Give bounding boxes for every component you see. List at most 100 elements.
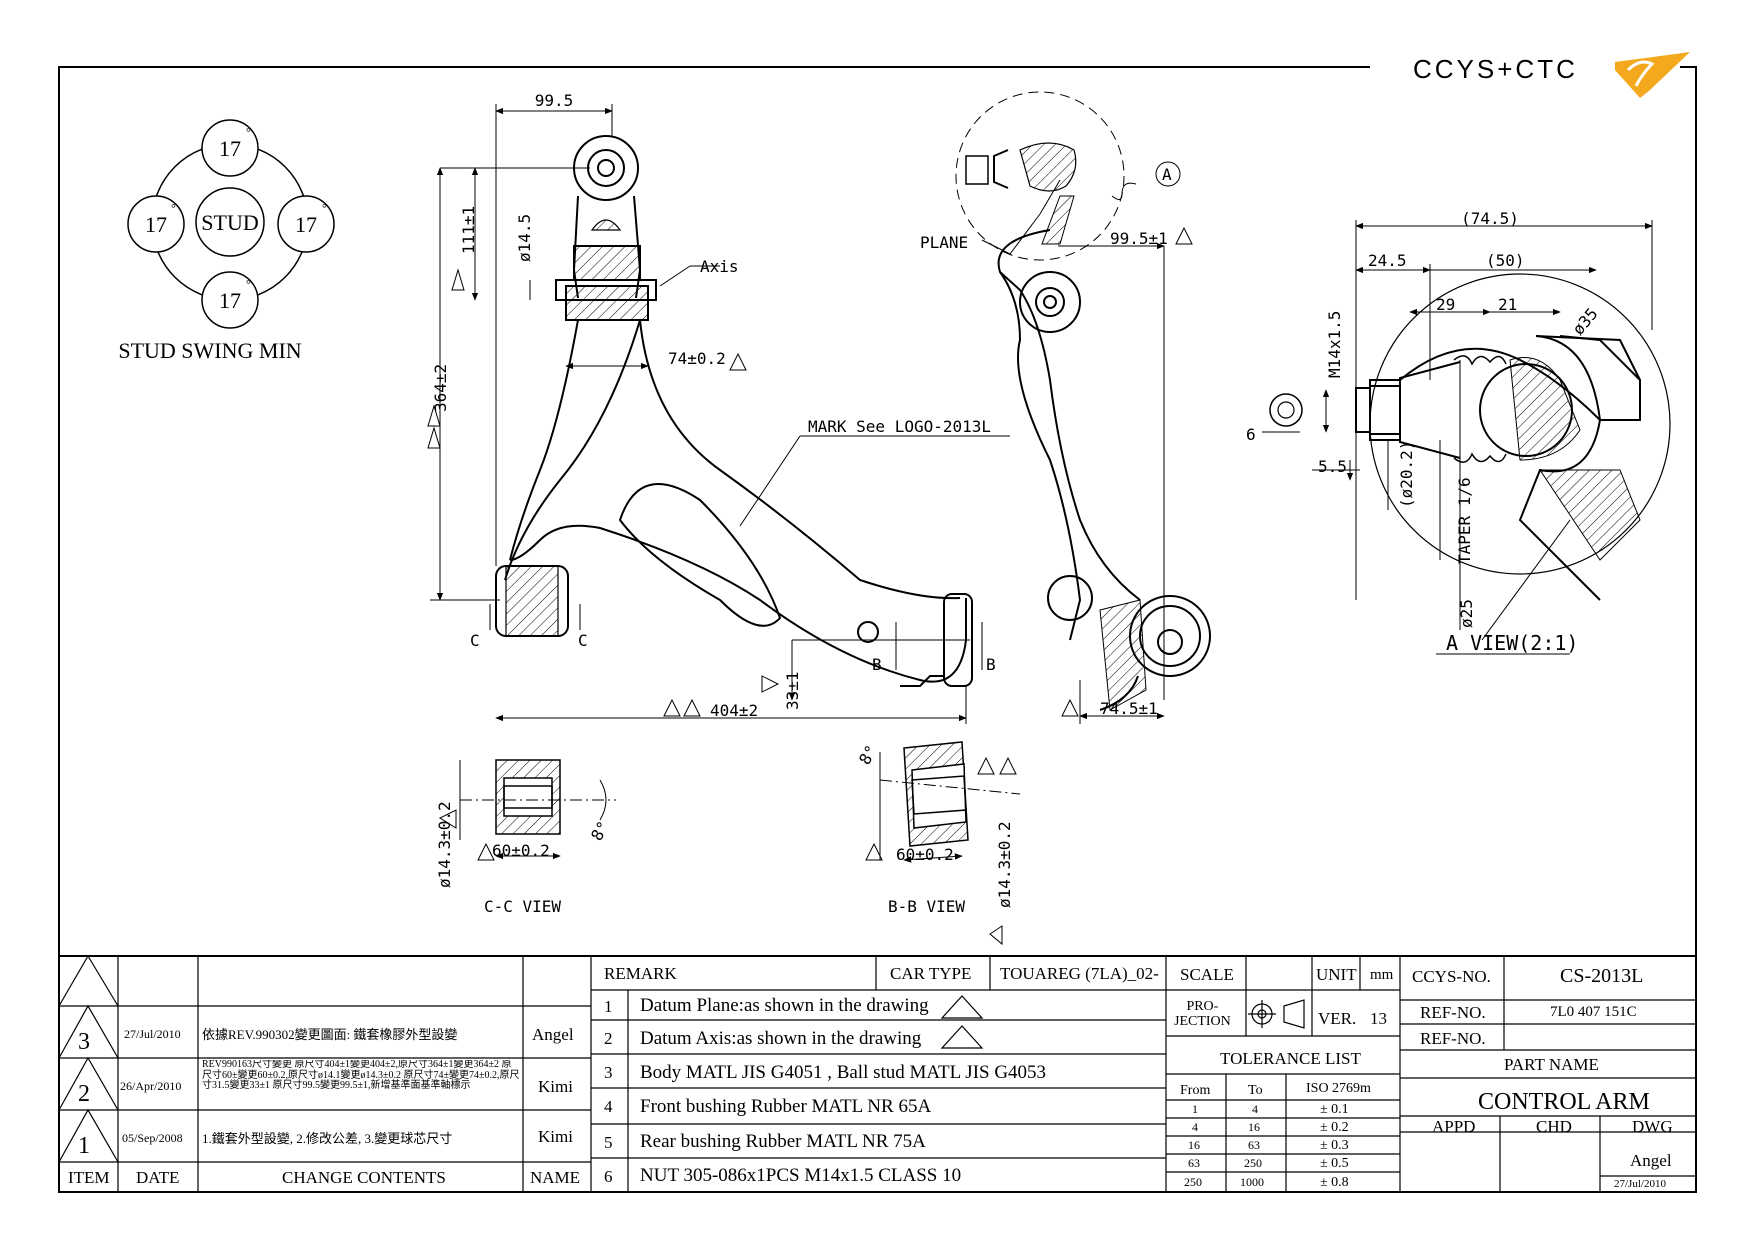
control-arm-top-view [495,135,973,687]
cc-angle: 8° [587,818,613,844]
tol-val-3: ± 0.3 [1320,1138,1349,1153]
bb-dim-length: 60±0.2 [896,845,954,864]
thread-spec: M14x1.5 [1325,311,1344,378]
rev-content-1: 1.鐵套外型設變, 2.修改公差, 3.變更球芯尺寸 [202,1131,453,1146]
rev-name-3: Angel [532,1025,574,1044]
swing-right: 17 [295,212,317,237]
svg-text:CCYS+CTC: CCYS+CTC [1413,54,1578,84]
dim-21: 21 [1498,295,1517,314]
cc-view-title: C-C VIEW [484,897,561,916]
remark-header: REMARK [604,964,677,983]
dim-dia-35: ø35 [1569,304,1602,338]
ref-no-value: 7L0 407 151C [1550,1004,1637,1020]
datum-triangles-main [427,268,780,717]
tol-from-2: 4 [1192,1120,1198,1134]
projection-symbol [1248,999,1305,1029]
remark-text-1: Datum Plane:as shown in the drawing [640,995,929,1016]
section-b-right: B [986,655,996,674]
tol-to-3: 63 [1248,1138,1260,1152]
projection-label: PRO- JECTION [1174,999,1231,1029]
dim-6: 6 [1246,425,1256,444]
unit-value: mm [1370,967,1394,983]
rev-header-name: NAME [530,1168,581,1187]
remark-text-4: Front bushing Rubber MATL NR 65A [640,1096,932,1117]
remark-num-2: 2 [604,1029,613,1048]
dim-111: 111±1 [459,206,478,254]
rev-date-1: 05/Sep/2008 [122,1131,183,1145]
tol-to-1: 4 [1252,1102,1258,1116]
callout-a: A [1162,165,1172,184]
a-view-dimensions [1262,220,1653,655]
tol-header-from: From [1180,1083,1211,1098]
main-view-dimensions [430,104,1010,724]
tol-header-to: To [1248,1083,1263,1098]
dim-33: 33±1 [783,671,802,710]
tol-from-3: 16 [1188,1138,1200,1152]
degree-bottom: ° [246,277,251,291]
section-c-right: C [578,631,588,650]
dim-74-5: 74.5±1 [1100,699,1158,718]
tol-from-4: 63 [1188,1156,1200,1170]
swing-caption: STUD SWING MIN [118,338,301,363]
drawn-by: Angel [1630,1151,1672,1170]
tolerance-title: TOLERANCE LIST [1220,1049,1361,1068]
dim-99-5-side: 99.5±1 [1110,229,1168,248]
rev-item-2: 2 [78,1081,90,1107]
tol-val-4: ± 0.5 [1320,1156,1349,1171]
tol-from-1: 1 [1192,1102,1198,1116]
control-arm-side-view [955,91,1211,711]
tol-val-2: ± 0.2 [1320,1120,1349,1135]
swing-bottom: 17 [219,288,241,313]
rev-content-2: REV990163尺寸變更 原尺寸404±1變更404±2,原尺寸364±1變更… [202,1060,520,1091]
remark-num-3: 3 [604,1063,613,1082]
part-name-label: PART NAME [1504,1055,1599,1074]
dim-99-5-top: 99.5 [535,91,574,110]
swing-top: 17 [219,136,241,161]
side-view-dimensions [981,161,1181,724]
tol-to-5: 1000 [1240,1175,1264,1189]
stud-swing-diagram [127,119,335,329]
datum-triangles-side [1061,226,1193,717]
datum-triangles-sections [438,756,1017,946]
remark-num-6: 6 [604,1167,613,1186]
axis-label: Axis [700,257,739,276]
rev-header-date: DATE [136,1168,180,1187]
dim-dia-20-2: (ø20.2) [1397,441,1416,508]
remark-text-5: Rear bushing Rubber MATL NR 75A [640,1131,926,1152]
degree-top: ° [246,125,251,139]
stud-label: STUD [201,210,258,235]
chd-label: CHD [1536,1117,1572,1136]
part-name-value: CONTROL ARM [1478,1089,1650,1115]
dim-364: 364±2 [431,364,450,412]
tol-header-iso: ISO 2769m [1306,1081,1371,1096]
dim-24-5: 24.5 [1368,251,1407,270]
section-c-left: C [470,631,480,650]
dim-74-5-paren: (74.5) [1461,209,1519,228]
scale-label: SCALE [1180,965,1234,984]
remark-num-5: 5 [604,1133,613,1152]
rev-name-1: Kimi [538,1127,573,1146]
title-block-grid [58,954,1696,1192]
bb-view-title: B-B VIEW [888,897,965,916]
swing-left: 17 [145,212,167,237]
cc-dim-dia: ø14.3±0.2 [435,801,454,888]
rev-item-3: 3 [78,1029,90,1055]
company-logo: CCYS+CTC [1370,52,1690,98]
cc-dim-length: 60±0.2 [492,841,550,860]
appd-label: APPD [1432,1117,1476,1136]
rev-item-1: 1 [78,1133,90,1159]
car-type-value: TOUAREG (7LA)_02- [1000,964,1159,983]
rev-date-2: 26/Apr/2010 [120,1079,182,1093]
ver-value: 13 [1370,1009,1387,1028]
dim-dia-25: ø25 [1457,599,1476,628]
car-type-label: CAR TYPE [890,964,972,983]
ref-no2-label: REF-NO. [1420,1029,1486,1048]
degree-right: ° [322,201,327,215]
ccys-no-value: CS-2013L [1560,965,1644,987]
bb-angle: 8° [855,742,881,768]
remark-num-4: 4 [604,1097,613,1116]
ccys-no-label: CCYS-NO. [1412,967,1491,986]
tol-val-1: ± 0.1 [1320,1102,1349,1117]
rev-content-3: 依據REV.990302變更圖面: 鐵套橡膠外型設變 [202,1027,458,1042]
